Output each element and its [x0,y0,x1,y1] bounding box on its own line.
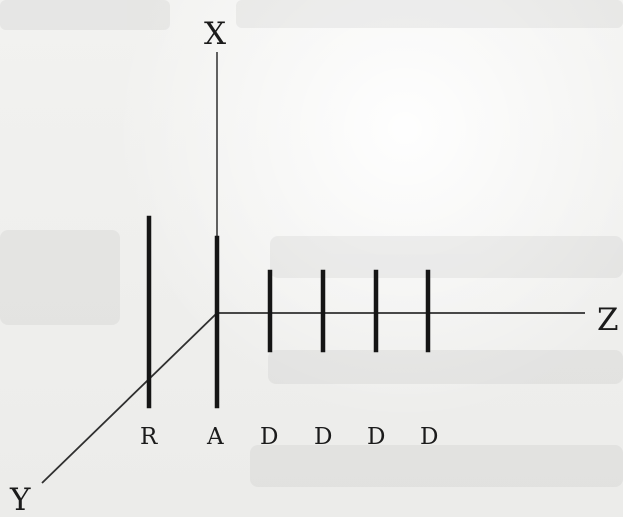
z-axis-label: Z [597,302,619,338]
label-d-4: D [420,424,438,450]
label-d-3: D [367,424,385,450]
y-axis-line [41,312,218,484]
label-d-2: D [314,424,332,450]
label-a: A [206,424,224,450]
label-r: R [140,424,158,450]
label-d-1: D [260,424,278,450]
x-axis-label: X [204,16,226,52]
y-axis-label: Y [9,482,31,517]
